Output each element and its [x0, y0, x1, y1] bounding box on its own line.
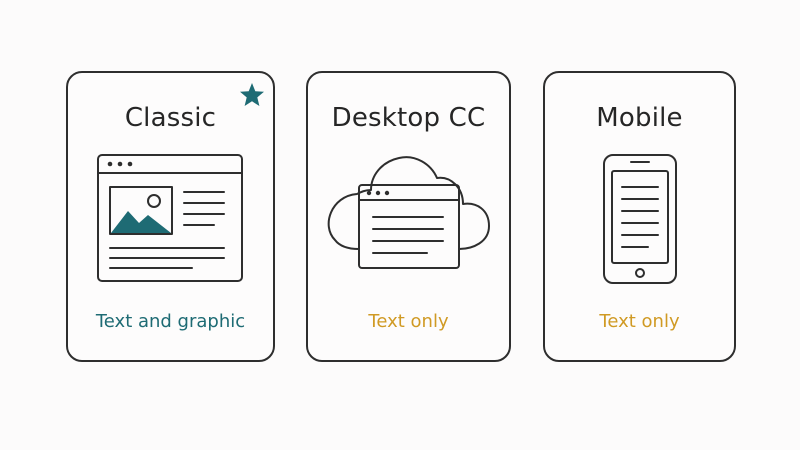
cloud-with-window-icon	[327, 156, 490, 269]
template-card-classic[interactable]: Classic Text and graphic	[66, 71, 275, 362]
card-title: Desktop CC	[331, 103, 486, 133]
card-caption: Text only	[599, 311, 680, 332]
card-title: Classic	[124, 103, 217, 133]
card-title: Mobile	[596, 103, 683, 133]
template-card-desktop-cc[interactable]: Desktop CC Text only	[306, 71, 511, 362]
star-icon	[240, 83, 264, 106]
browser-window-with-image-icon	[97, 154, 243, 282]
card-caption: Text only	[368, 311, 449, 332]
card-caption: Text and graphic	[95, 311, 246, 332]
smartphone-icon	[603, 154, 677, 284]
template-card-mobile[interactable]: Mobile Text only	[543, 71, 736, 362]
